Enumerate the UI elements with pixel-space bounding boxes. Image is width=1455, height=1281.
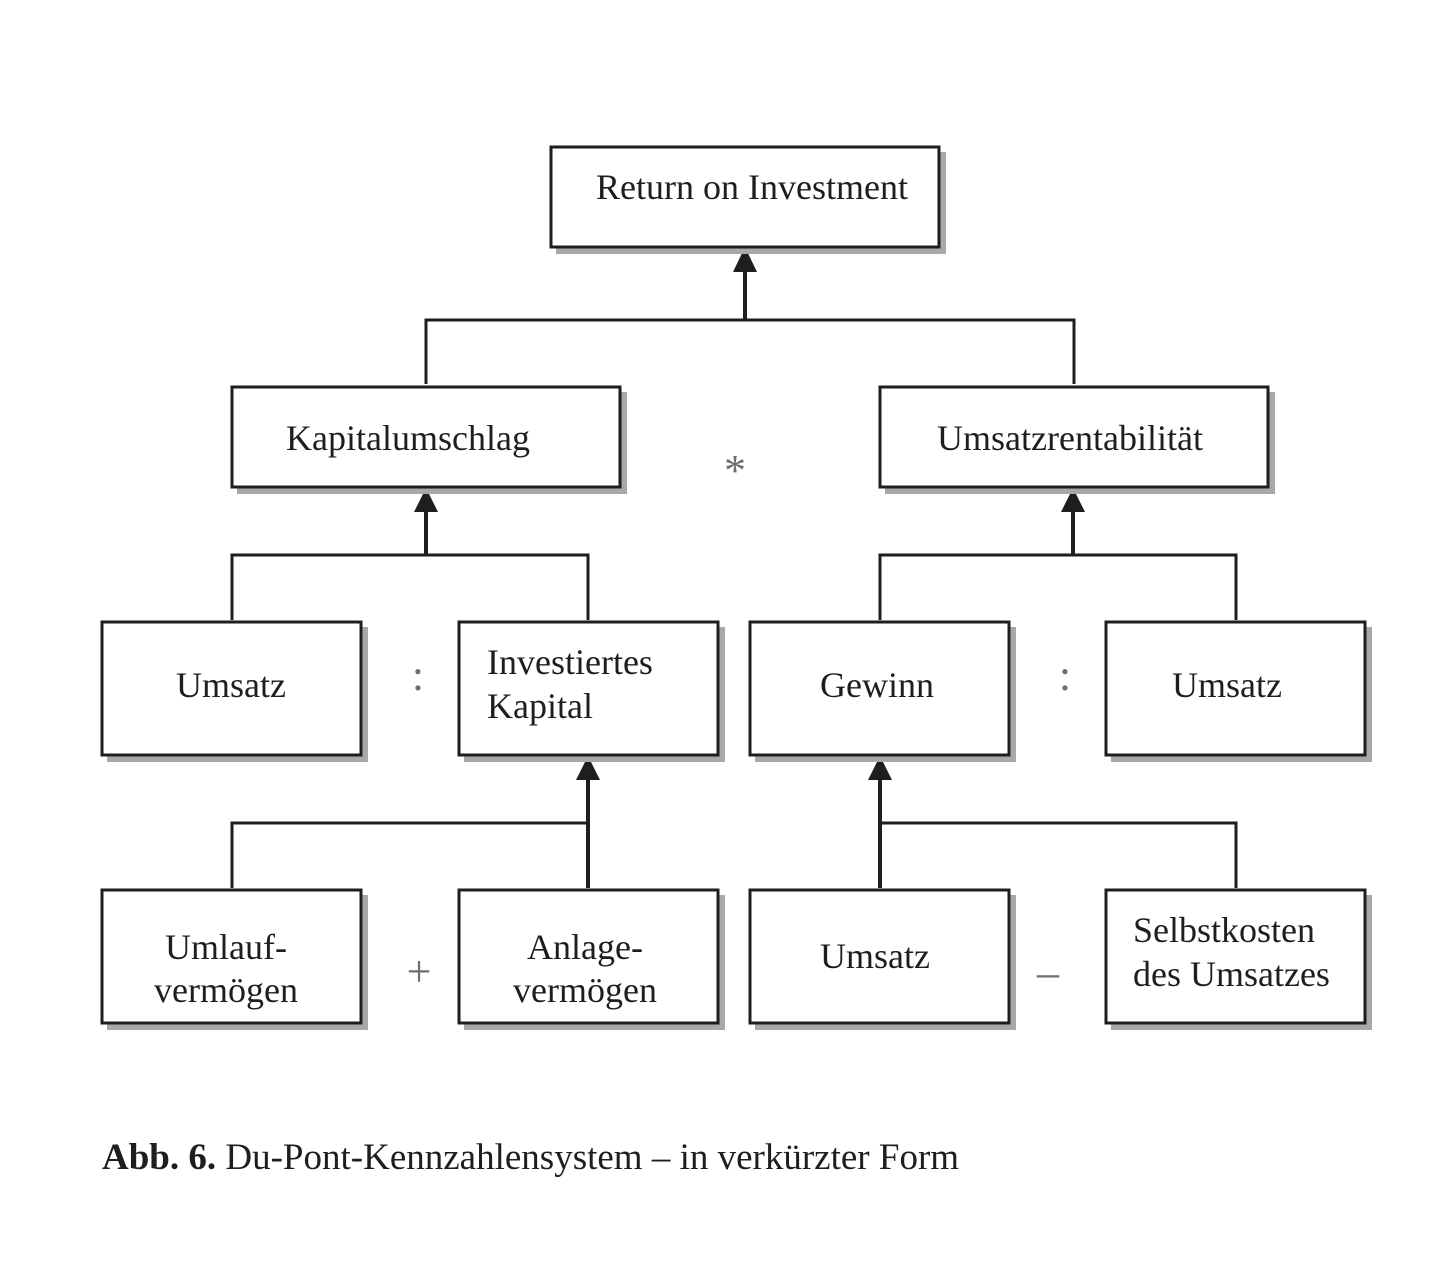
connector-gewinn-bar <box>880 821 1238 888</box>
node-gewinn: Gewinn <box>748 620 1016 762</box>
connector-kapitalumschlag-bar <box>230 553 590 620</box>
operator-minus: – <box>1036 948 1060 997</box>
node-umsatz-right-label: Umsatz <box>1172 665 1282 705</box>
node-gewinn-label: Gewinn <box>820 665 934 705</box>
arrow-to-umsatzrentabilitaet <box>1061 488 1085 512</box>
node-anlagevermoegen: Anlage- vermögen <box>457 888 725 1030</box>
node-umsatz-left: Umsatz <box>100 620 368 762</box>
figure-caption-text: Du-Pont-Kennzahlensystem – in verkürzter… <box>216 1137 960 1178</box>
connector-umsatzrentabilitaet-bar <box>878 553 1238 620</box>
figure-caption-label: Abb. 6. <box>102 1137 217 1178</box>
node-kapitalumschlag-label: Kapitalumschlag <box>286 418 530 458</box>
node-umsatz-left-label: Umsatz <box>176 665 286 705</box>
connectors <box>230 247 1238 888</box>
node-umlaufvermoegen: Umlauf- vermögen <box>100 888 368 1030</box>
node-anlagevermoegen-line2: vermögen <box>513 970 657 1010</box>
node-umsatzrentabilitaet: Umsatzrentabilität <box>878 385 1275 494</box>
node-roi-label: Return on Investment <box>596 167 908 207</box>
node-roi: Return on Investment <box>549 145 946 254</box>
arrow-to-roi <box>733 247 757 272</box>
node-investiertes-kapital: Investiertes Kapital <box>457 620 725 762</box>
node-investiertes-kapital-line1: Investiertes <box>487 642 653 682</box>
figure-caption: Abb. 6. Du-Pont-Kennzahlensystem – in ve… <box>102 1136 959 1179</box>
node-kapitalumschlag: Kapitalumschlag <box>230 385 627 494</box>
node-umsatzrentabilitaet-label: Umsatzrentabilität <box>937 418 1203 458</box>
operator-multiply: * <box>724 446 746 495</box>
node-investiertes-kapital-line2: Kapital <box>487 686 593 726</box>
arrow-to-investiertes-kapital <box>576 756 600 780</box>
connector-investiertes-kapital-bar <box>230 821 588 888</box>
arrow-to-kapitalumschlag <box>414 488 438 512</box>
connector-level1-bar <box>424 318 1076 384</box>
operator-plus: + <box>407 947 432 996</box>
node-selbstkosten: Selbstkosten des Umsatzes <box>1104 888 1372 1030</box>
operator-divide-right: : <box>1059 651 1071 700</box>
node-selbstkosten-line2: des Umsatzes <box>1133 954 1330 994</box>
node-selbstkosten-line1: Selbstkosten <box>1133 910 1315 950</box>
node-umsatz-bottom-label: Umsatz <box>820 936 930 976</box>
node-umlaufvermoegen-line2: vermögen <box>154 970 298 1010</box>
node-anlagevermoegen-line1: Anlage- <box>527 927 643 967</box>
arrow-to-gewinn <box>868 756 892 780</box>
node-umsatz-right: Umsatz <box>1104 620 1372 762</box>
node-umlaufvermoegen-line1: Umlauf- <box>165 927 287 967</box>
node-umsatz-bottom: Umsatz <box>748 888 1016 1030</box>
operator-divide-left: : <box>412 651 424 700</box>
